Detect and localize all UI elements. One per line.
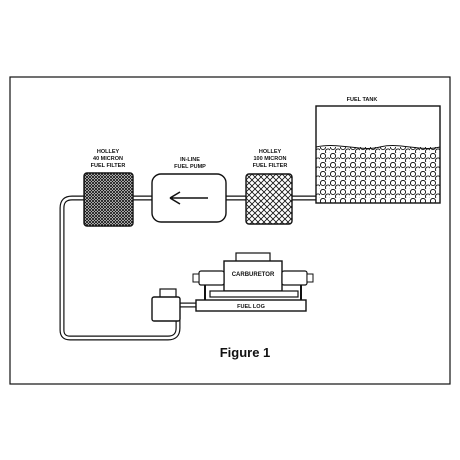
- carburetor-left-bowl: [198, 270, 225, 286]
- fuel-filter-100-label-line-2: 100 MICRON: [253, 156, 286, 162]
- fuel-lines: [59, 195, 316, 341]
- pressure-regulator: [151, 288, 181, 322]
- fuel-filter-100-label-line-1: HOLLEY: [259, 149, 282, 155]
- fuel-pump-label-line-2: FUEL PUMP: [174, 164, 206, 170]
- fuel-filter-100-micron: HOLLEY 100 MICRON FUEL FILTER: [245, 149, 293, 225]
- fuel-log-label: FUEL LOG: [237, 304, 265, 310]
- carburetor-right-bowl: [281, 270, 308, 286]
- fuel-log-feed-tubes: [204, 285, 302, 300]
- fuel-tank-body: [315, 105, 441, 204]
- flow-direction-arrow-icon: [169, 191, 208, 205]
- fuel-log-bar: [195, 299, 307, 312]
- fuel-filter-100-body: [245, 173, 293, 225]
- fuel-tank-label: FUEL TANK: [347, 97, 378, 103]
- fuel-tank: FUEL TANK: [315, 97, 441, 204]
- carburetor-base: [209, 290, 299, 298]
- carburetor-label: CARBURETOR: [232, 272, 275, 278]
- inline-fuel-pump: IN-LINE FUEL PUMP: [151, 157, 227, 223]
- fuel-filter-40-micron: HOLLEY 40 MICRON FUEL FILTER: [83, 149, 134, 227]
- carburetor-right-fitting: [306, 273, 314, 283]
- fuel-filter-40-body: [83, 172, 134, 227]
- figure-caption: Figure 1: [220, 345, 271, 360]
- fuel-filter-40-label-line-2: 40 MICRON: [93, 156, 123, 162]
- fuel-filter-40-label-line-3: FUEL FILTER: [91, 163, 126, 169]
- carburetor-assembly: CARBURETOR FUEL LOG: [192, 252, 314, 312]
- fuel-filter-40-label-line-1: HOLLEY: [97, 149, 120, 155]
- fuel-tank-fuel: [316, 147, 440, 203]
- figure-frame: [9, 76, 451, 385]
- carburetor-left-fitting: [192, 273, 200, 283]
- fuel-filter-100-label-line-3: FUEL FILTER: [253, 163, 288, 169]
- fuel-pump-label-line-1: IN-LINE: [180, 157, 200, 163]
- regulator-body: [151, 296, 181, 322]
- fuel-tank-surface: [315, 145, 441, 149]
